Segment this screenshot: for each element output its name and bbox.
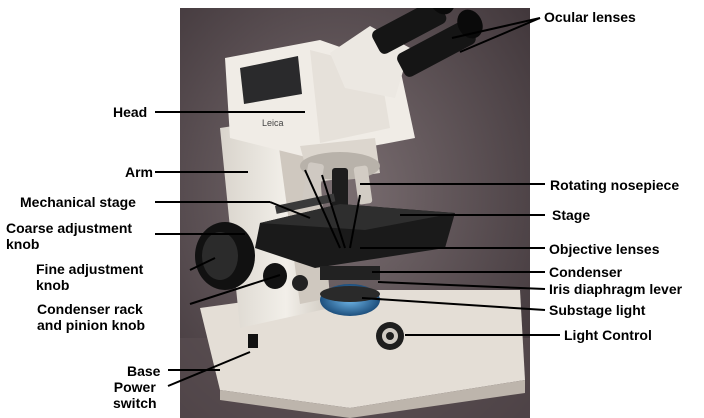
leader-power bbox=[167, 351, 251, 387]
leader-ocular-2 bbox=[459, 17, 541, 53]
leader-fine bbox=[189, 257, 216, 271]
label-iris-diaphragm-lever: Iris diaphragm lever bbox=[549, 281, 683, 297]
label-stage: Stage bbox=[552, 207, 591, 223]
label-ocular-lenses: Ocular lenses bbox=[544, 9, 636, 25]
label-mechanical-stage: Mechanical stage bbox=[20, 194, 136, 210]
label-arm: Arm bbox=[125, 164, 154, 180]
power-switch-shape bbox=[248, 334, 258, 348]
label-head: Head bbox=[113, 104, 148, 120]
label-condenser: Condenser bbox=[549, 264, 623, 280]
objective-2 bbox=[332, 168, 348, 216]
label-substage-light: Substage light bbox=[549, 302, 646, 318]
leader-iris bbox=[377, 281, 546, 290]
leader-objective-2 bbox=[304, 169, 341, 249]
label-power-switch: Power switch bbox=[113, 379, 157, 411]
label-rotating-nosepiece: Rotating nosepiece bbox=[550, 177, 680, 193]
objective-1 bbox=[302, 162, 324, 204]
label-objective-lenses: Objective lenses bbox=[549, 241, 660, 257]
label-light-control: Light Control bbox=[564, 327, 652, 343]
label-condenser-rack-pinion-knob: Condenser rack and pinion knob bbox=[37, 301, 146, 333]
eyepiece-right bbox=[397, 20, 476, 77]
condenser-shape bbox=[320, 266, 380, 280]
leader-objective-3 bbox=[321, 174, 346, 249]
condenser-knob-shape bbox=[292, 275, 308, 291]
label-coarse-adjustment-knob: Coarse adjustment knob bbox=[6, 220, 133, 252]
brand-logo: Leica bbox=[262, 118, 284, 128]
leader-substage bbox=[361, 297, 546, 311]
leader-objective-4 bbox=[349, 194, 361, 249]
label-fine-adjustment-knob: Fine adjustment knob bbox=[36, 261, 144, 293]
leader-mechanical-stage-2 bbox=[269, 201, 311, 219]
label-base: Base bbox=[127, 363, 161, 379]
base-shape bbox=[200, 290, 525, 408]
eyepiece-left bbox=[372, 8, 447, 54]
microscope-photo: Leica bbox=[180, 8, 530, 418]
leader-condenser-knob bbox=[189, 274, 281, 305]
leader-ocular bbox=[451, 17, 541, 39]
